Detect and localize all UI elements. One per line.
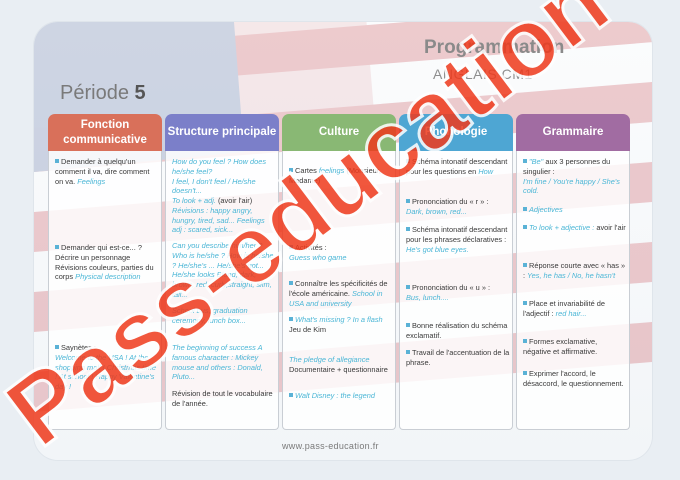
column-header-culture: Culture	[282, 114, 396, 151]
structure-block-1: How do you feel ? How does he/she feel? …	[172, 157, 267, 235]
phono-block-5: Bonne réalisation du schéma exclamatif.	[406, 321, 508, 340]
grammaire-block-6: Formes exclamative, négative et affirmat…	[523, 337, 598, 356]
period-label: Période	[60, 82, 129, 104]
phono-block-1: Schéma intonatif descendant pour les que…	[406, 157, 508, 176]
period-number: 5	[134, 82, 146, 104]
page-title: Programmation	[424, 37, 565, 58]
culture-block-6: Walt Disney : the legend	[289, 391, 393, 401]
period-heading: Période 5	[60, 82, 146, 105]
grammaire-block-2: Adjectives	[523, 205, 627, 215]
structure-block-3: School bus, graduation ceremony, lunch b…	[172, 306, 248, 325]
fonction-block-2: Demander qui est-ce... ? Décrire un pers…	[55, 243, 154, 282]
page-subtitle: ANGLAIS CM1	[433, 66, 533, 82]
column-structure: Structure principale How do you feel ? H…	[165, 114, 279, 430]
column-fonction: Fonction communicative Demander à quelqu…	[48, 114, 162, 430]
column-header-fonction: Fonction communicative	[48, 114, 162, 151]
grammaire-block-4: Réponse courte avec « has » : Yes, he ha…	[523, 261, 626, 280]
culture-block-1: Cartes feelings (Monsieur, Madame)	[289, 166, 381, 185]
structure-block-4: The beginning of success A famous charac…	[172, 343, 263, 382]
culture-block-2: Activités :Guess who game	[289, 243, 347, 262]
column-header-grammaire: Grammaire	[516, 114, 630, 151]
phono-block-6: Travail de l'accentuation de la phrase.	[406, 348, 510, 367]
column-body-phonologie: Schéma intonatif descendant pour les que…	[399, 151, 513, 430]
phono-block-2: Prononciation du « r » :Dark, brown, red…	[406, 197, 489, 216]
footer-url: www.pass-education.fr	[282, 441, 379, 451]
phono-block-3: Schéma intonatif descendant pour les phr…	[406, 225, 508, 254]
column-culture: Culture Cartes feelings (Monsieur, Madam…	[282, 114, 396, 430]
structure-block-5: Révision de tout le vocabulaire de l'ann…	[172, 389, 273, 408]
grammaire-block-1: "Be" aux 3 personnes du singulier :I'm f…	[523, 157, 620, 196]
column-body-grammaire: "Be" aux 3 personnes du singulier :I'm f…	[516, 151, 630, 430]
fonction-block-1: Demander à quelqu'un comment il va, dire…	[55, 157, 150, 186]
grammaire-block-5: Place et invariabilité de l'adjectif : r…	[523, 299, 606, 318]
column-body-culture: Cartes feelings (Monsieur, Madame) Activ…	[282, 151, 396, 430]
column-phonologie: Phonologie Schéma intonatif descendant p…	[399, 114, 513, 430]
column-header-phonologie: Phonologie	[399, 114, 513, 151]
structure-block-2: Can you describe him/her ? Who is he/she…	[172, 241, 274, 299]
grammaire-block-7: Exprimer l'accord, le désaccord, le ques…	[523, 369, 624, 388]
phono-block-4: Prononciation du « u » :Bus, lunch....	[406, 283, 491, 302]
culture-block-3: Connaître les spécificités de l'école am…	[289, 279, 388, 308]
column-body-structure: How do you feel ? How does he/she feel? …	[165, 151, 279, 430]
fonction-block-3: Saynètes :Welcome to the USA ! At the sh…	[55, 343, 157, 392]
column-grammaire: Grammaire "Be" aux 3 personnes du singul…	[516, 114, 630, 430]
grammaire-block-3: To look + adjective : avoir l'air	[523, 223, 627, 233]
column-header-structure: Structure principale	[165, 114, 279, 151]
column-body-fonction: Demander à quelqu'un comment il va, dire…	[48, 151, 162, 430]
